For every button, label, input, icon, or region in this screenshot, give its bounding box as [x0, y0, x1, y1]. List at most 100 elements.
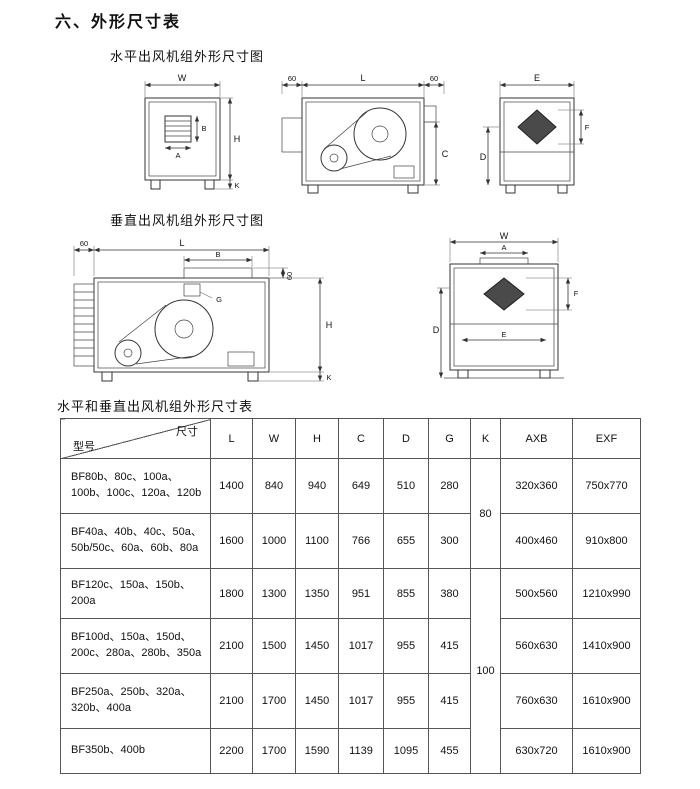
value-W: 1500 — [252, 618, 296, 674]
motor-pulley — [320, 144, 348, 172]
dim-label-b: B — [215, 250, 220, 259]
value-L: 2100 — [210, 673, 253, 729]
model-cell: BF120c、150a、150b、200a — [60, 568, 211, 619]
table-row: BF120c、150a、150b、200a 1800 1300 1350 951… — [60, 568, 641, 774]
value-L: 1400 — [210, 458, 253, 514]
value-G: 455 — [428, 728, 471, 774]
value-EXF: 1210x990 — [572, 568, 641, 619]
dim-label-d: D — [433, 325, 440, 335]
value-EXF: 750x770 — [572, 458, 641, 514]
section-title-horizontal: 水平出风机组外形尺寸图 — [110, 49, 265, 64]
value-W: 1700 — [252, 673, 296, 729]
horizontal-rear-diagram: E F D — [478, 70, 592, 210]
value-W: 1700 — [252, 728, 296, 774]
fan-scroll — [154, 299, 214, 359]
col-header-EXF: EXF — [572, 418, 641, 459]
horizontal-front-diagram: W B A H K — [125, 70, 243, 210]
dimension-table-wrap: 尺寸 型号 L W H C D G K AXB EXF BF80b、80c、10… — [60, 418, 641, 774]
value-L: 2200 — [210, 728, 253, 774]
vertical-side-diagram: 60 L B 60 G H K — [62, 232, 352, 397]
access-panel — [393, 165, 415, 179]
value-AXB: 560x630 — [500, 618, 573, 674]
model-cell: BF250a、250b、320a、320b、400a — [60, 673, 211, 729]
value-D: 855 — [383, 568, 429, 619]
value-C: 1017 — [338, 618, 384, 674]
value-W: 1300 — [252, 568, 296, 619]
foot — [204, 179, 215, 190]
table-row: BF40a、40b、40c、50a、50b/50c、60a、60b、80a 16… — [60, 513, 641, 569]
value-G: 415 — [428, 673, 471, 729]
value-G: 280 — [428, 458, 471, 514]
value-C: 766 — [338, 513, 384, 569]
col-header-W: W — [252, 418, 296, 459]
value-EXF: 1410x900 — [572, 618, 641, 674]
value-H: 1450 — [295, 673, 339, 729]
dim-label-l: L — [360, 73, 365, 83]
value-C: 951 — [338, 568, 384, 619]
dim-label-e: E — [534, 73, 540, 83]
model-cell: BF40a、40b、40c、50a、50b/50c、60a、60b、80a — [60, 513, 211, 569]
corner-label-model: 型号 — [73, 441, 95, 453]
table-title: 水平和垂直出风机组外形尺寸表 — [57, 399, 254, 414]
dim-label-60-left: 60 — [288, 74, 296, 83]
value-AXB: 400x460 — [500, 513, 573, 569]
value-H: 940 — [295, 458, 339, 514]
louver-grille — [164, 115, 192, 143]
cabinet-outline — [449, 263, 559, 371]
table-row: BF100d、150a、150d、200c、280a、280b、350a 210… — [60, 618, 641, 674]
top-outlet-flange — [479, 257, 529, 265]
col-header-L: L — [210, 418, 253, 459]
horizontal-side-diagram: 60 L 60 C — [272, 70, 454, 210]
dim-label-w: W — [178, 73, 187, 83]
dim-label-c: C — [442, 149, 449, 159]
value-EXF: 910x800 — [572, 513, 641, 569]
cabinet-outline — [144, 97, 221, 181]
col-header-G: G — [428, 418, 471, 459]
cabinet-outline — [301, 97, 425, 186]
table-row: BF250a、250b、320a、320b、400a 2100 1700 145… — [60, 673, 641, 729]
value-D: 1095 — [383, 728, 429, 774]
value-D: 955 — [383, 618, 429, 674]
value-H: 1100 — [295, 513, 339, 569]
vertical-front-diagram: W A F E D — [432, 228, 582, 398]
foot — [457, 369, 469, 379]
table-corner-cell: 尺寸 型号 — [60, 418, 211, 459]
table-row: BF80b、80c、100a、100b、100c、120a、120b 1400 … — [60, 458, 641, 569]
dim-label-k: K — [234, 181, 239, 190]
col-header-D: D — [383, 418, 429, 459]
value-L: 1600 — [210, 513, 253, 569]
dim-label-60-right: 60 — [430, 74, 438, 83]
col-header-C: C — [338, 418, 384, 459]
corner-label-size: 尺寸 — [176, 426, 198, 438]
foot — [505, 184, 516, 194]
foot — [101, 371, 113, 382]
value-K-group-100: 100 — [470, 568, 501, 774]
value-H: 1450 — [295, 618, 339, 674]
inlet-louver — [73, 283, 95, 367]
value-D: 655 — [383, 513, 429, 569]
table-row: BF350b、400b 2200 1700 1590 1139 1095 455… — [60, 728, 641, 774]
value-C: 649 — [338, 458, 384, 514]
col-header-H: H — [295, 418, 339, 459]
cabinet-outline — [499, 97, 575, 186]
value-AXB: 630x720 — [500, 728, 573, 774]
model-cell: BF100d、150a、150d、200c、280a、280b、350a — [60, 618, 211, 674]
inlet-stub — [281, 117, 303, 153]
page-title: 六、外形尺寸表 — [55, 14, 182, 31]
dim-label-60-vertical: 60 — [285, 272, 294, 280]
dim-label-g: G — [216, 295, 222, 304]
motor-pulley — [114, 339, 142, 367]
foot — [557, 184, 568, 194]
value-W: 840 — [252, 458, 296, 514]
value-K-group-80: 80 — [470, 458, 501, 569]
foot — [150, 179, 161, 190]
value-D: 955 — [383, 673, 429, 729]
top-outlet-flange — [183, 267, 253, 279]
value-G: 300 — [428, 513, 471, 569]
dim-label-f: F — [585, 123, 590, 132]
value-D: 510 — [383, 458, 429, 514]
dim-label-b: B — [201, 124, 206, 133]
dim-label-60-left: 60 — [80, 239, 88, 248]
value-G: 380 — [428, 568, 471, 619]
foot — [247, 371, 259, 382]
